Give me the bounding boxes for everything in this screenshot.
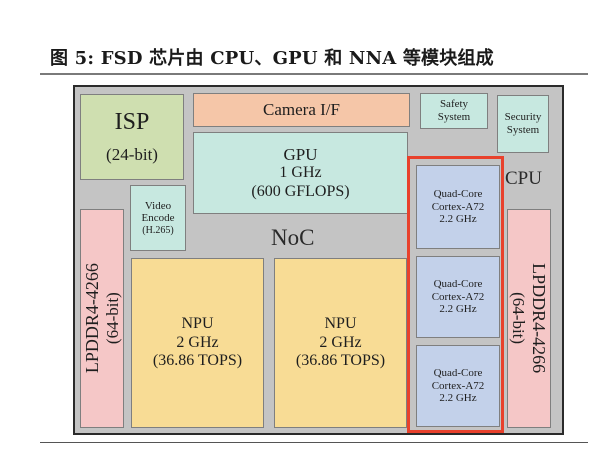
safety-line1: Safety bbox=[439, 98, 469, 111]
cpu-cluster-highlight bbox=[407, 156, 504, 433]
video-encode-block: Video Encode (H.265) bbox=[130, 185, 186, 251]
lpddr-right-block: LPDDR4-4266 (64-bit) bbox=[507, 209, 551, 428]
npu2-line3: (36.86 TOPS) bbox=[295, 352, 386, 370]
lpddr-left-block: LPDDR4-4266 (64-bit) bbox=[80, 209, 124, 428]
cpu-cluster-3: Quad-Core Cortex-A72 2.2 GHz bbox=[416, 345, 500, 427]
security-line2: System bbox=[506, 124, 540, 136]
lpddr-right-line1: LPDDR4-4266 bbox=[529, 263, 550, 374]
cpu-cluster-2: Quad-Core Cortex-A72 2.2 GHz bbox=[416, 256, 500, 338]
npu2-line2: 2 GHz bbox=[319, 333, 362, 351]
safety-system-block: Safety System bbox=[420, 93, 488, 129]
cpu2-line2: Cortex-A72 bbox=[431, 290, 485, 303]
gpu-line1: GPU bbox=[283, 144, 318, 164]
safety-line2: System bbox=[437, 111, 471, 123]
cpu2-line3: 2.2 GHz bbox=[439, 303, 477, 316]
video-line1: Video bbox=[144, 199, 172, 212]
lpddr-right-line2: (64-bit) bbox=[509, 292, 529, 345]
camera-interface-block: Camera I/F bbox=[193, 93, 410, 127]
npu1-line2: 2 GHz bbox=[176, 333, 219, 351]
security-line1: Security bbox=[504, 111, 542, 124]
cpu-cluster-1: Quad-Core Cortex-A72 2.2 GHz bbox=[416, 165, 500, 249]
cpu3-line2: Cortex-A72 bbox=[431, 379, 485, 392]
isp-subtitle: (24-bit) bbox=[106, 145, 158, 165]
lpddr-right-text: LPDDR4-4266 (64-bit) bbox=[509, 263, 549, 373]
cpu1-line2: Cortex-A72 bbox=[431, 200, 485, 213]
caption-divider bbox=[40, 73, 588, 75]
bottom-divider bbox=[40, 442, 588, 443]
gpu-line3: (600 GFLOPS) bbox=[251, 182, 350, 200]
cpu1-line3: 2.2 GHz bbox=[439, 213, 477, 226]
npu1-line3: (36.86 TOPS) bbox=[152, 352, 243, 370]
isp-block: ISP (24-bit) bbox=[80, 94, 184, 180]
isp-title: ISP bbox=[114, 109, 150, 136]
npu-block-2: NPU 2 GHz (36.86 TOPS) bbox=[274, 258, 407, 428]
cpu1-line1: Quad-Core bbox=[433, 188, 483, 201]
camera-title: Camera I/F bbox=[263, 100, 340, 120]
cpu3-line3: 2.2 GHz bbox=[439, 392, 477, 405]
cpu2-line1: Quad-Core bbox=[433, 278, 483, 291]
gpu-block: GPU 1 GHz (600 GFLOPS) bbox=[193, 132, 408, 214]
video-line2: Encode bbox=[141, 212, 175, 225]
lpddr-left-line2: (64-bit) bbox=[102, 292, 122, 345]
lpddr-left-line1: LPDDR4-4266 bbox=[81, 263, 102, 374]
figure-caption: 图 5: FSD 芯片由 CPU、GPU 和 NNA 等模块组成 bbox=[50, 48, 494, 69]
video-line3: (H.265) bbox=[142, 224, 174, 236]
gpu-line2: 1 GHz bbox=[279, 164, 322, 182]
cpu-label: CPU bbox=[505, 168, 542, 189]
lpddr-left-text: LPDDR4-4266 (64-bit) bbox=[82, 263, 122, 373]
npu-block-1: NPU 2 GHz (36.86 TOPS) bbox=[131, 258, 264, 428]
npu2-line1: NPU bbox=[324, 315, 357, 333]
npu1-line1: NPU bbox=[181, 315, 214, 333]
security-system-block: Security System bbox=[497, 95, 549, 153]
cpu3-line1: Quad-Core bbox=[433, 367, 483, 380]
noc-label: NoC bbox=[271, 225, 315, 250]
